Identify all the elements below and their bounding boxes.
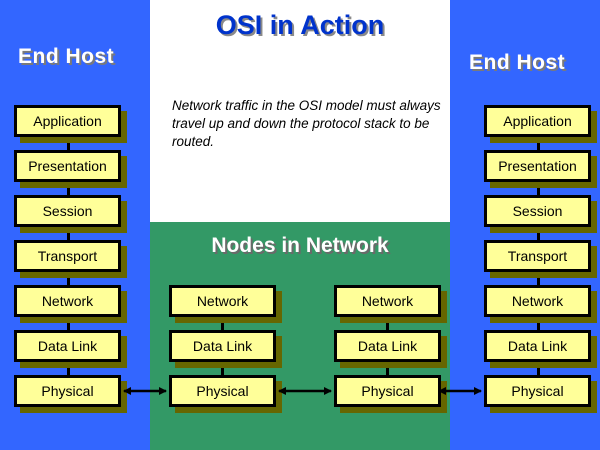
right-layer-data-link: Data Link bbox=[484, 330, 591, 362]
right-host-layer-connector bbox=[537, 362, 540, 375]
left-host-layer-connector bbox=[67, 362, 70, 375]
node2-layer-network: Network bbox=[334, 285, 441, 317]
right-host-layer-connector bbox=[537, 272, 540, 285]
node1-layer-physical: Physical bbox=[169, 375, 276, 407]
node2-layer-connector bbox=[386, 362, 389, 375]
left-host-layer-connector bbox=[67, 137, 70, 150]
left-layer-transport: Transport bbox=[14, 240, 121, 272]
left-host-layer-connector bbox=[67, 182, 70, 195]
right-end-host-title: End Host bbox=[469, 51, 566, 74]
node1-layer-data-link: Data Link bbox=[169, 330, 276, 362]
description-panel bbox=[150, 0, 450, 222]
right-layer-network: Network bbox=[484, 285, 591, 317]
node1-layer-connector bbox=[221, 362, 224, 375]
left-layer-network: Network bbox=[14, 285, 121, 317]
node2-layer-data-link: Data Link bbox=[334, 330, 441, 362]
left-layer-session: Session bbox=[14, 195, 121, 227]
right-layer-session: Session bbox=[484, 195, 591, 227]
left-layer-presentation: Presentation bbox=[14, 150, 121, 182]
left-layer-application: Application bbox=[14, 105, 121, 137]
right-host-layer-connector bbox=[537, 317, 540, 330]
nodes-in-network-title: Nodes in Network bbox=[211, 234, 389, 257]
left-host-layer-connector bbox=[67, 227, 70, 240]
diagram-title: OSI in Action bbox=[215, 10, 385, 40]
right-host-layer-connector bbox=[537, 227, 540, 240]
right-layer-transport: Transport bbox=[484, 240, 591, 272]
node2-layer-physical: Physical bbox=[334, 375, 441, 407]
node2-layer-connector bbox=[386, 317, 389, 330]
left-layer-data-link: Data Link bbox=[14, 330, 121, 362]
left-layer-physical: Physical bbox=[14, 375, 121, 407]
node1-layer-connector bbox=[221, 317, 224, 330]
right-layer-application: Application bbox=[484, 105, 591, 137]
left-end-host-title: End Host bbox=[18, 45, 115, 68]
node1-layer-network: Network bbox=[169, 285, 276, 317]
description-text: Network traffic in the OSI model must al… bbox=[172, 98, 441, 149]
left-host-layer-connector bbox=[67, 317, 70, 330]
right-layer-physical: Physical bbox=[484, 375, 591, 407]
left-host-layer-connector bbox=[67, 272, 70, 285]
right-layer-presentation: Presentation bbox=[484, 150, 591, 182]
right-host-layer-connector bbox=[537, 182, 540, 195]
right-host-layer-connector bbox=[537, 137, 540, 150]
